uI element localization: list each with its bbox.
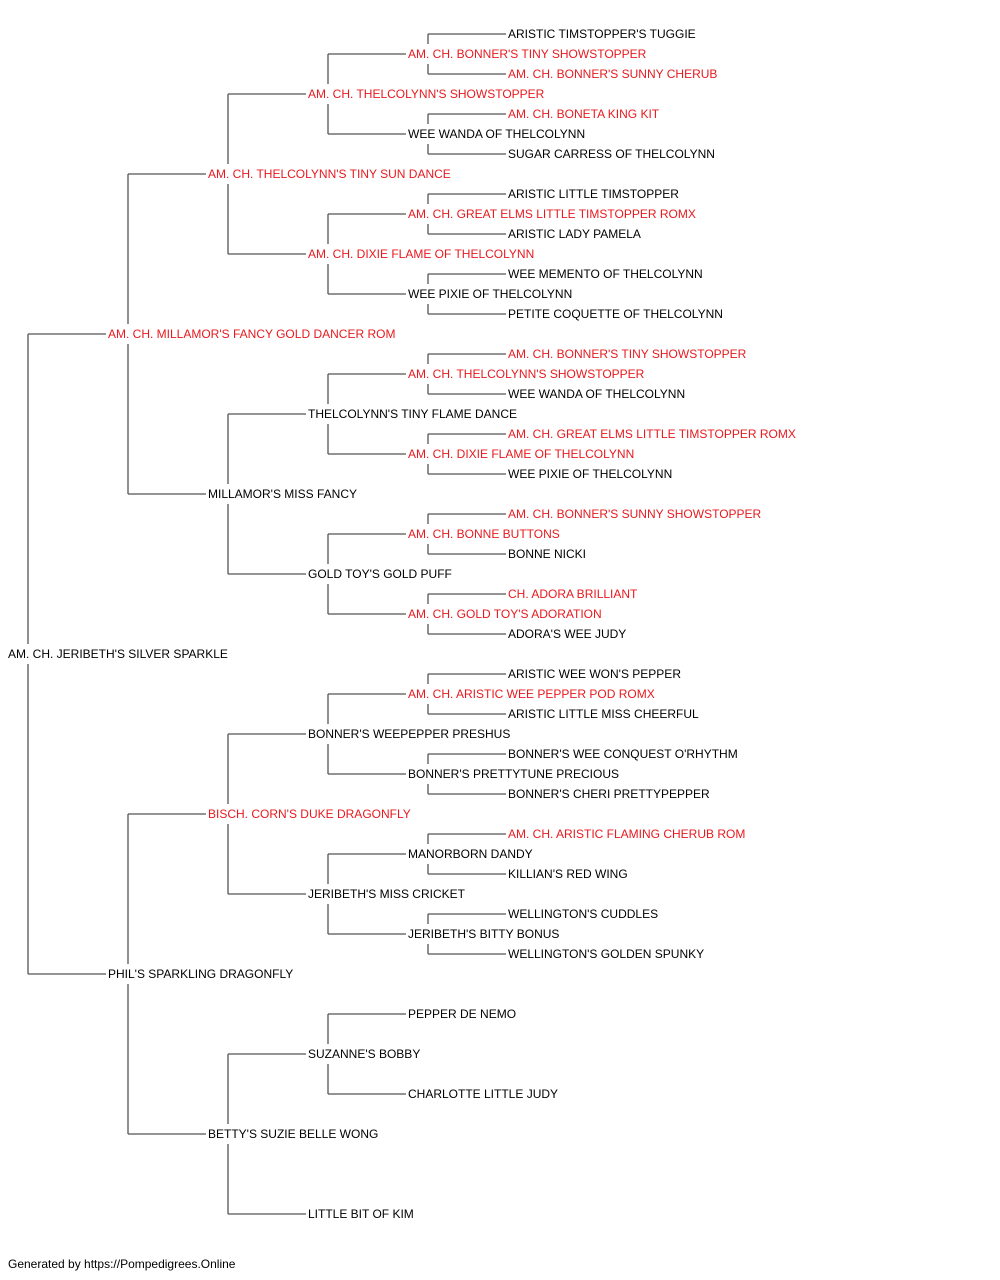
pedigree-name: KILLIAN'S RED WING bbox=[508, 867, 628, 881]
pedigree-name: GOLD TOY'S GOLD PUFF bbox=[308, 567, 452, 581]
pedigree-name: ARISTIC LADY PAMELA bbox=[508, 227, 641, 241]
pedigree-name: MANORBORN DANDY bbox=[408, 847, 533, 861]
pedigree-name: WEE MEMENTO OF THELCOLYNN bbox=[508, 267, 703, 281]
pedigree-name: WELLINGTON'S CUDDLES bbox=[508, 907, 658, 921]
pedigree-name: ARISTIC LITTLE TIMSTOPPER bbox=[508, 187, 679, 201]
pedigree-name: AM. CH. JERIBETH'S SILVER SPARKLE bbox=[8, 647, 228, 661]
pedigree-name: PHIL'S SPARKLING DRAGONFLY bbox=[108, 967, 293, 981]
pedigree-name: AM. CH. ARISTIC WEE PEPPER POD ROMX bbox=[408, 687, 655, 701]
pedigree-name: WEE WANDA OF THELCOLYNN bbox=[508, 387, 685, 401]
pedigree-name: BONNER'S WEEPEPPER PRESHUS bbox=[308, 727, 510, 741]
pedigree-name: THELCOLYNN'S TINY FLAME DANCE bbox=[308, 407, 517, 421]
pedigree-name: AM. CH. BONNER'S TINY SHOWSTOPPER bbox=[408, 47, 647, 61]
pedigree-name: AM. CH. BONNER'S TINY SHOWSTOPPER bbox=[508, 347, 747, 361]
pedigree-name: AM. CH. GREAT ELMS LITTLE TIMSTOPPER ROM… bbox=[508, 427, 796, 441]
pedigree-names: AM. CH. JERIBETH'S SILVER SPARKLE AM. CH.… bbox=[8, 27, 796, 1221]
pedigree-name: BONNER'S WEE CONQUEST O'RHYTHM bbox=[508, 747, 738, 761]
generator-credit: Generated by https://Pompedigrees.Online bbox=[8, 1257, 236, 1271]
pedigree-name: BONNER'S PRETTYTUNE PRECIOUS bbox=[408, 767, 619, 781]
pedigree-name: PETITE COQUETTE OF THELCOLYNN bbox=[508, 307, 723, 321]
pedigree-name: AM. CH. THELCOLYNN'S TINY SUN DANCE bbox=[208, 167, 451, 181]
pedigree-name: PEPPER DE NEMO bbox=[408, 1007, 516, 1021]
pedigree-name: WELLINGTON'S GOLDEN SPUNKY bbox=[508, 947, 704, 961]
pedigree-name: BISCH. CORN'S DUKE DRAGONFLY bbox=[208, 807, 411, 821]
pedigree-name: AM. CH. MILLAMOR'S FANCY GOLD DANCER ROM bbox=[108, 327, 395, 341]
pedigree-name: BETTY'S SUZIE BELLE WONG bbox=[208, 1127, 378, 1141]
pedigree-name: BONNE NICKI bbox=[508, 547, 586, 561]
pedigree-name: BONNER'S CHERI PRETTYPEPPER bbox=[508, 787, 710, 801]
pedigree-name: JERIBETH'S MISS CRICKET bbox=[308, 887, 466, 901]
pedigree-name: WEE PIXIE OF THELCOLYNN bbox=[508, 467, 672, 481]
pedigree-name: AM. CH. BONNER'S SUNNY CHERUB bbox=[508, 67, 717, 81]
pedigree-name: AM. CH. BONNER'S SUNNY SHOWSTOPPER bbox=[508, 507, 762, 521]
pedigree-name: CHARLOTTE LITTLE JUDY bbox=[408, 1087, 558, 1101]
pedigree-name: AM. CH. BONETA KING KIT bbox=[508, 107, 660, 121]
pedigree-name: AM. CH. BONNE BUTTONS bbox=[408, 527, 560, 541]
pedigree-name: AM. CH. ARISTIC FLAMING CHERUB ROM bbox=[508, 827, 745, 841]
pedigree-name: WEE WANDA OF THELCOLYNN bbox=[408, 127, 585, 141]
pedigree-name: AM. CH. THELCOLYNN'S SHOWSTOPPER bbox=[408, 367, 645, 381]
pedigree-name: ARISTIC LITTLE MISS CHEERFUL bbox=[508, 707, 699, 721]
pedigree-name: SUZANNE'S BOBBY bbox=[308, 1047, 420, 1061]
pedigree-name: AM. CH. GOLD TOY'S ADORATION bbox=[408, 607, 602, 621]
pedigree-name: MILLAMOR'S MISS FANCY bbox=[208, 487, 357, 501]
pedigree-name: LITTLE BIT OF KIM bbox=[308, 1207, 414, 1221]
pedigree-name: ARISTIC WEE WON'S PEPPER bbox=[508, 667, 681, 681]
pedigree-name: CH. ADORA BRILLIANT bbox=[508, 587, 638, 601]
pedigree-name: JERIBETH'S BITTY BONUS bbox=[408, 927, 559, 941]
pedigree-name: ADORA'S WEE JUDY bbox=[508, 627, 626, 641]
pedigree-name: SUGAR CARRESS OF THELCOLYNN bbox=[508, 147, 715, 161]
pedigree-name: WEE PIXIE OF THELCOLYNN bbox=[408, 287, 572, 301]
pedigree-connectors bbox=[27, 33, 506, 1215]
pedigree-name: AM. CH. DIXIE FLAME OF THELCOLYNN bbox=[408, 447, 634, 461]
pedigree-name: AM. CH. DIXIE FLAME OF THELCOLYNN bbox=[308, 247, 534, 261]
pedigree-name: ARISTIC TIMSTOPPER'S TUGGIE bbox=[508, 27, 696, 41]
pedigree-name: AM. CH. THELCOLYNN'S SHOWSTOPPER bbox=[308, 87, 545, 101]
pedigree-name: AM. CH. GREAT ELMS LITTLE TIMSTOPPER ROM… bbox=[408, 207, 696, 221]
